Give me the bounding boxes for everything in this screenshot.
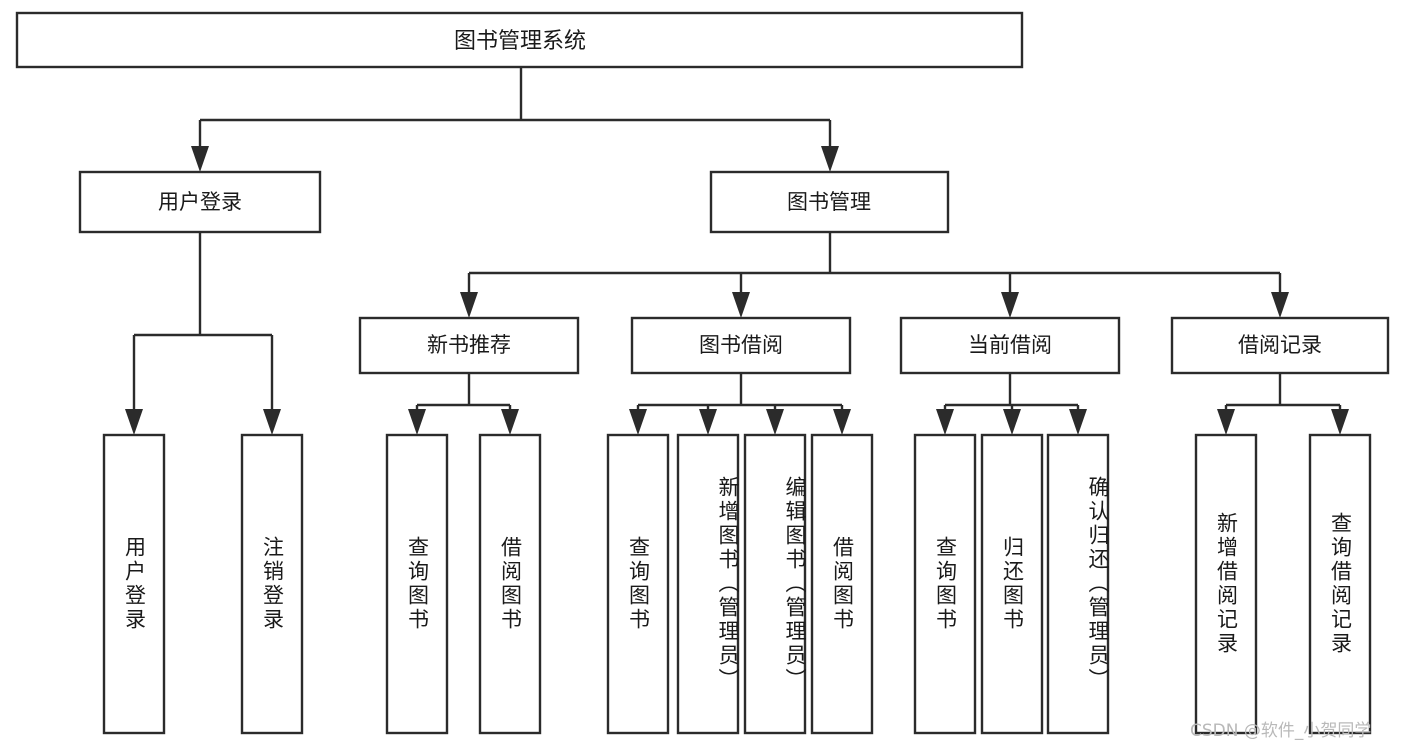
arrow-bb-to-leaf-1	[629, 409, 647, 435]
node-leaf-confirm-return-admin[interactable]	[1046, 433, 1110, 735]
arrow-bm-to-current-borrow	[1001, 292, 1019, 318]
node-current-borrow[interactable]	[899, 316, 1121, 375]
node-leaf-user-login[interactable]	[102, 433, 166, 735]
arrow-bm-to-new-book-recommend	[460, 292, 478, 318]
node-leaf-logout[interactable]	[240, 433, 304, 735]
arrow-user-login-to-leaf-user-login	[125, 409, 143, 435]
node-leaf-add-book-admin[interactable]	[676, 433, 740, 735]
arrow-root-to-book-management	[821, 146, 839, 172]
node-borrow-record[interactable]	[1170, 316, 1390, 375]
node-leaf-query-book-recommend[interactable]	[385, 433, 449, 735]
arrow-bm-to-book-borrow	[732, 292, 750, 318]
node-layer: 图书管理系统 用户登录 图书管理 新书推荐 图书借阅 当前借阅 借阅记录	[15, 11, 1390, 735]
node-leaf-borrow-book[interactable]	[810, 433, 874, 735]
node-borrow-record-label: 借阅记录	[1238, 333, 1322, 357]
node-book-management-label: 图书管理	[787, 190, 871, 214]
arrow-cb-to-leaf-2	[1003, 409, 1021, 435]
arrow-bb-to-leaf-2	[699, 409, 717, 435]
node-new-book-recommend-label: 新书推荐	[427, 333, 511, 357]
node-leaf-query-book-current[interactable]	[913, 433, 977, 735]
node-new-book-recommend[interactable]	[358, 316, 580, 375]
node-book-borrow-label: 图书借阅	[699, 333, 783, 357]
node-current-borrow-label: 当前借阅	[968, 333, 1052, 357]
arrow-cb-to-leaf-1	[936, 409, 954, 435]
arrow-bm-to-borrow-record	[1271, 292, 1289, 318]
arrow-br-to-leaf-1	[1217, 409, 1235, 435]
node-leaf-edit-book-admin[interactable]	[743, 433, 807, 735]
node-leaf-add-borrow-record[interactable]	[1194, 433, 1258, 735]
node-leaf-query-book[interactable]	[606, 433, 670, 735]
arrow-nbr-to-leaf-1	[408, 409, 426, 435]
node-root-label: 图书管理系统	[454, 29, 586, 54]
node-leaf-return-book[interactable]	[980, 433, 1044, 735]
node-leaf-borrow-book-recommend[interactable]	[478, 433, 542, 735]
node-user-login-label: 用户登录	[158, 190, 242, 214]
node-leaf-query-borrow-record[interactable]	[1308, 433, 1372, 735]
arrow-user-login-to-leaf-logout	[263, 409, 281, 435]
connector-layer	[125, 67, 1349, 435]
arrow-bb-to-leaf-3	[766, 409, 784, 435]
arrow-cb-to-leaf-3	[1069, 409, 1087, 435]
node-book-management[interactable]	[709, 170, 950, 234]
node-book-borrow[interactable]	[630, 316, 852, 375]
csdn-watermark: CSDN @软件_小贺同学	[1190, 721, 1372, 741]
arrow-bb-to-leaf-4	[833, 409, 851, 435]
arrow-br-to-leaf-2	[1331, 409, 1349, 435]
node-user-login[interactable]	[78, 170, 322, 234]
arrow-root-to-user-login	[191, 146, 209, 172]
arrow-nbr-to-leaf-2	[501, 409, 519, 435]
node-root[interactable]	[15, 11, 1024, 69]
